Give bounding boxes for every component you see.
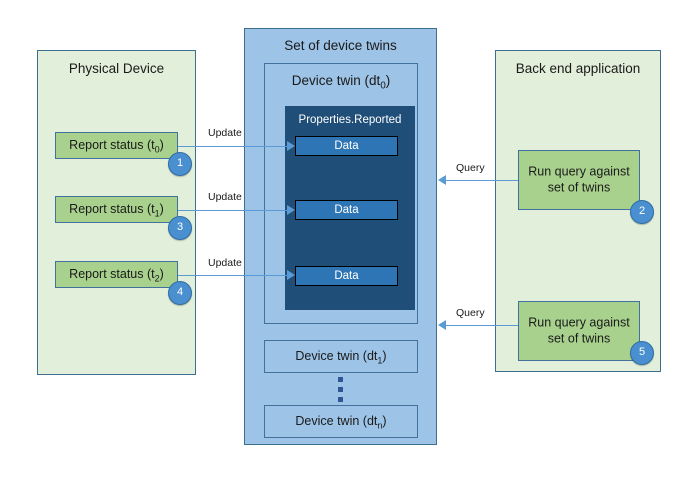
data-box-1-label: Data: [334, 139, 359, 152]
data-box-1[interactable]: Data: [295, 136, 398, 156]
data-box-2[interactable]: Data: [295, 200, 398, 220]
run-query-node-1-line1: Run query against: [528, 164, 630, 179]
update-connector-2-line: [178, 210, 289, 211]
report-status-t2-suffix: ): [159, 266, 164, 281]
step-badge-4: 4: [168, 281, 192, 305]
query-connector-2-label: Query: [456, 307, 485, 319]
report-status-t0-prefix: Report status (t: [69, 137, 155, 152]
run-query-node-2[interactable]: Run query against set of twins: [518, 301, 640, 361]
device-twin-dtn-title-suffix: ): [382, 413, 387, 428]
device-twin-dtn-title: Device twin (dtn): [265, 414, 417, 430]
run-query-node-2-line2: set of twins: [547, 331, 611, 345]
ellipsis-dot-3: [338, 397, 343, 402]
step-badge-1: 1: [168, 152, 192, 176]
update-connector-3-arrow: [287, 270, 295, 280]
set-of-device-twins-title: Set of device twins: [284, 38, 397, 53]
ellipsis-dot-1: [338, 377, 343, 382]
report-status-t1-prefix: Report status (t: [69, 201, 155, 216]
device-twin-dt0-title-prefix: Device twin (dt: [291, 73, 381, 88]
query-connector-1-label: Query: [456, 162, 485, 174]
step-badge-2: 2: [630, 200, 654, 224]
report-status-t1-label: Report status (t1): [56, 202, 177, 218]
device-twin-dt0-title: Device twin (dt0): [265, 73, 417, 92]
query-connector-2-line: [446, 325, 518, 326]
device-twin-dtn-panel[interactable]: Device twin (dtn): [264, 405, 418, 438]
run-query-node-2-label: Run query against set of twins: [519, 315, 639, 346]
report-status-t2-node[interactable]: Report status (t2): [55, 261, 178, 288]
report-status-t2-label: Report status (t2): [56, 267, 177, 283]
report-status-t1-suffix: ): [159, 201, 164, 216]
update-connector-1-arrow: [287, 141, 295, 151]
run-query-node-1-line2: set of twins: [547, 180, 611, 194]
vertical-ellipsis-icon: [338, 377, 343, 402]
update-connector-3-line: [178, 275, 289, 276]
report-status-t1-node[interactable]: Report status (t1): [55, 196, 178, 223]
report-status-t2-sub: 2: [154, 273, 160, 284]
device-twin-dt1-panel[interactable]: Device twin (dt1): [264, 340, 418, 373]
update-connector-2-arrow: [287, 205, 295, 215]
report-status-t0-suffix: ): [159, 137, 164, 152]
device-twin-dt0-title-sub: 0: [380, 80, 386, 92]
device-twin-dt1-title-suffix: ): [382, 348, 387, 363]
data-box-2-label: Data: [334, 203, 359, 216]
report-status-t0-label: Report status (t0): [56, 138, 177, 154]
physical-device-title: Physical Device: [68, 61, 165, 76]
ellipsis-dot-2: [338, 387, 343, 392]
device-twin-dt0-title-suffix: ): [385, 73, 391, 88]
step-badge-5: 5: [630, 341, 654, 365]
report-status-t0-sub: 0: [154, 144, 160, 155]
run-query-node-1-label: Run query against set of twins: [519, 164, 639, 195]
query-connector-1-arrow: [438, 175, 446, 185]
device-twin-dtn-title-sub: n: [377, 420, 383, 431]
run-query-node-2-line1: Run query against: [528, 315, 630, 330]
properties-reported-title: Properties.Reported: [298, 114, 402, 126]
step-badge-3: 3: [168, 216, 192, 240]
update-connector-2-label: Update: [208, 191, 242, 203]
report-status-t0-node[interactable]: Report status (t0): [55, 132, 178, 159]
report-status-t1-sub: 1: [154, 208, 160, 219]
data-box-3[interactable]: Data: [295, 266, 398, 286]
update-connector-1-label: Update: [208, 127, 242, 139]
back-end-application-title: Back end application: [515, 61, 641, 76]
run-query-node-1[interactable]: Run query against set of twins: [518, 150, 640, 210]
device-twin-dt1-title-sub: 1: [377, 355, 383, 366]
device-twin-dt1-title: Device twin (dt1): [265, 349, 417, 365]
update-connector-3-label: Update: [208, 257, 242, 269]
update-connector-1-line: [178, 146, 289, 147]
data-box-3-label: Data: [334, 269, 359, 282]
device-twin-dt1-title-prefix: Device twin (dt: [295, 348, 378, 363]
query-connector-2-arrow: [438, 320, 446, 330]
report-status-t2-prefix: Report status (t: [69, 266, 155, 281]
device-twin-dtn-title-prefix: Device twin (dt: [295, 413, 378, 428]
query-connector-1-line: [446, 180, 518, 181]
